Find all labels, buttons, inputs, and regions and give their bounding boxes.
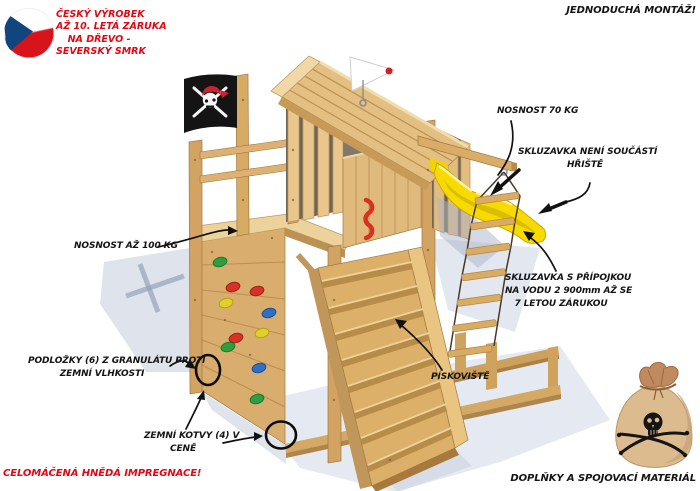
- note-easy-assembly: JEDNODUCHÁ MONTÁŽ!: [566, 5, 696, 16]
- label-line: 7 LETOU ZÁRUKOU: [514, 299, 608, 309]
- badge-top-left-text: ČESKÝ VÝROBEK AŽ 10. LETÁ ZÁRUKA NA DŘEV…: [56, 9, 167, 58]
- czech-flag-roundel-icon: [4, 8, 54, 58]
- note-impregnation: CELOMÁČENÁ HNĚDÁ IMPREGNACE!: [3, 468, 202, 479]
- roof: [270, 55, 469, 190]
- annotation-arrowheads: [185, 181, 552, 441]
- label-piskoviste: PÍSKOVIŠTĚ: [431, 372, 490, 382]
- label-line: HŘIŠTĚ: [567, 160, 603, 170]
- label-line: SKLUZAVKA S PŘÍPOJKOU: [505, 273, 632, 283]
- annotation-circles: [194, 353, 298, 450]
- access-ramp: [308, 246, 469, 491]
- label-line: NA VODU 2 900mm AŽ SE: [505, 286, 633, 296]
- climbing-handle: [363, 197, 375, 241]
- climbing-wall: [200, 225, 286, 445]
- pulley-hook: [349, 56, 396, 107]
- pirate-flag: [184, 74, 237, 133]
- label-skluzavka-neni: SKLUZAVKA NENÍ SOUČÁSTÍ HŘIŠTĚ: [518, 146, 658, 172]
- annotation-arrows: [157, 120, 591, 444]
- label-skluzavka-pripojka: SKLUZAVKA S PŘÍPOJKOU NA VODU 2 900mm AŽ…: [505, 272, 633, 311]
- badge-line: AŽ 10. LETÁ ZÁRUKA: [56, 21, 167, 33]
- label-line: ZEMNÍ VLHKOSTI: [59, 369, 145, 379]
- rope-ladder: [447, 171, 521, 358]
- jolly-roger-sack: [615, 361, 693, 468]
- swing-beam: [417, 135, 517, 176]
- label-podlozky: PODLOŽKY (6) Z GRANULÁTU PROTI ZEMNÍ VLH…: [28, 355, 206, 381]
- screw-dots: [193, 98, 430, 462]
- climbing-holds: [212, 256, 277, 405]
- label-nosnost-70: NOSNOST 70 KG: [497, 106, 579, 116]
- label-line: CENĚ: [169, 444, 197, 454]
- label-nosnost-100: NOSNOST AŽ 100 KG: [74, 241, 178, 251]
- note-accessories: DOPLŇKY A SPOJOVACÍ MATERIÁL: [510, 473, 696, 484]
- badge-line: SEVERSKÝ SMRK: [56, 45, 146, 57]
- label-line: ZEMNÍ KOTVY (4) V: [144, 431, 240, 441]
- label-zemni-kotvy: ZEMNÍ KOTVY (4) V CENĚ: [144, 430, 240, 456]
- badge-line: ČESKÝ VÝROBEK: [56, 9, 145, 20]
- badge-line: NA DŘEVO -: [67, 33, 131, 45]
- label-line: SKLUZAVKA NENÍ SOUČÁSTÍ: [518, 147, 658, 157]
- label-line: PODLOŽKY (6) Z GRANULÁTU PROTI: [28, 356, 206, 366]
